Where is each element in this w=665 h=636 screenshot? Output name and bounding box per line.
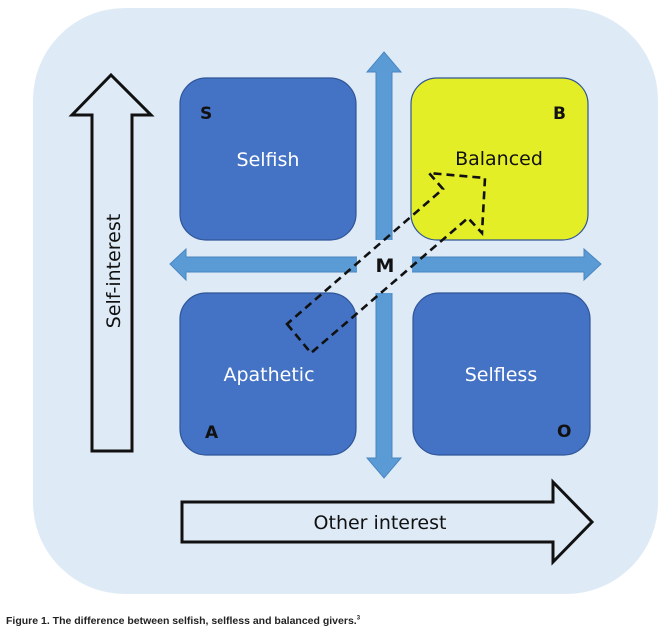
quadrant-selfish-box — [179, 77, 357, 241]
quadrant-balanced-box — [410, 77, 589, 241]
quadrant-selfish: S Selfish — [179, 77, 357, 241]
center-letter-m: M — [376, 255, 395, 277]
quadrant-balanced-label: Balanced — [455, 148, 543, 170]
figure-caption-text: Figure 1. The difference between selfish… — [6, 615, 357, 627]
other-interest-label: Other interest — [314, 512, 447, 534]
quadrant-selfless-box — [412, 292, 591, 456]
quadrant-apathetic-box — [179, 292, 357, 456]
quadrant-selfless: O Selfless — [412, 292, 591, 456]
figure-caption-reference: 3 — [356, 615, 361, 622]
quadrant-apathetic-letter: A — [205, 423, 219, 443]
quadrant-selfless-letter: O — [557, 422, 571, 442]
center-gap — [357, 243, 412, 287]
self-interest-label: Self-interest — [103, 214, 125, 328]
self-interest-arrow — [68, 72, 155, 453]
quadrant-selfish-label: Selfish — [237, 149, 300, 171]
figure-caption: Figure 1. The difference between selfish… — [6, 615, 360, 627]
quadrant-selfish-letter: S — [200, 104, 212, 124]
quadrant-balanced-letter: B — [553, 104, 566, 124]
vertical-shaft-top-gap — [374, 240, 394, 245]
quadrant-balanced: B Balanced — [410, 77, 589, 241]
quadrant-apathetic: A Apathetic — [179, 292, 357, 456]
quadrant-apathetic-label: Apathetic — [223, 364, 314, 386]
quadrant-selfless-label: Selfless — [465, 364, 537, 386]
other-interest-arrow — [180, 478, 595, 566]
dashed-movement-arrow — [285, 171, 487, 355]
